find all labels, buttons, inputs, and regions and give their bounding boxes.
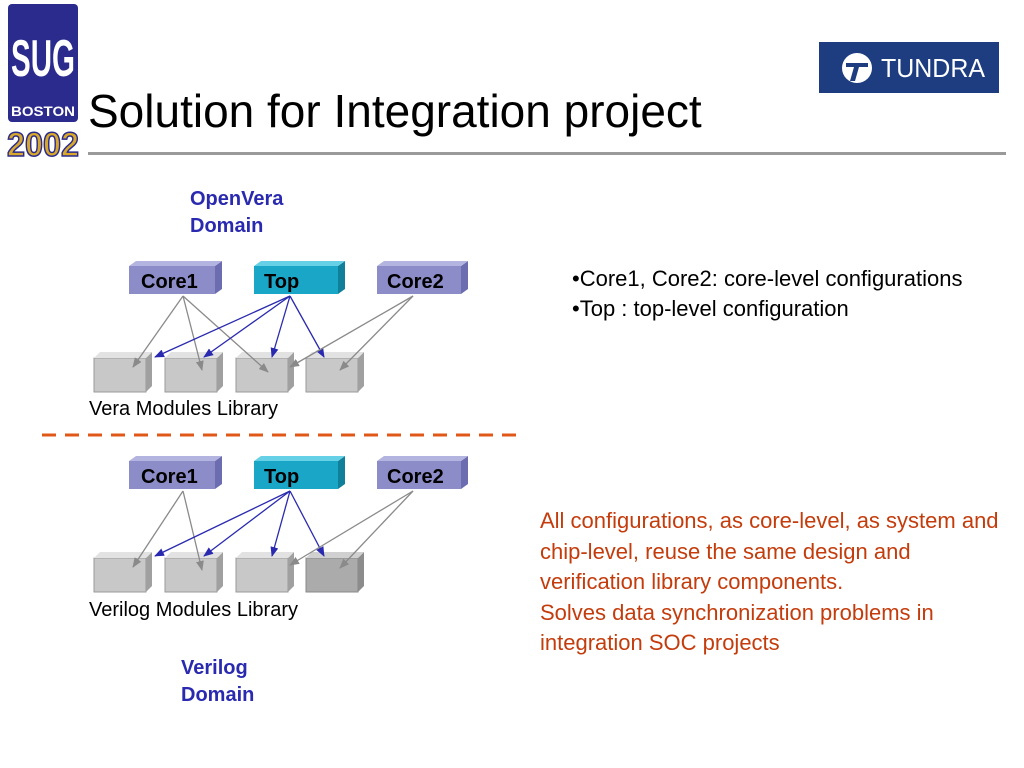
vera-module-2 [164,352,223,393]
summary-text: All configurations, as core-level, as sy… [540,506,1010,659]
logo-city: BOSTON [11,103,75,119]
top-label: Top [264,271,300,293]
openvera-domain-label: OpenVera Domain [190,188,284,237]
lower-arrows [132,490,414,571]
core2-box [377,261,468,294]
top-box-lower [254,456,345,489]
verilog-module-1 [93,552,152,593]
core2-box-lower [377,456,468,489]
verilog-library-label: Verilog Modules Library [89,599,298,621]
logo-year: 2002 [7,126,79,160]
top-box [254,261,345,294]
logo-letters: SUG [11,30,75,88]
vera-module-1 [93,352,152,393]
title-underline [88,152,1006,155]
slide-title: Solution for Integration project [88,85,702,137]
core2-label: Core2 [387,271,444,293]
verilog-module-3 [235,552,294,593]
vera-module-4 [305,352,364,393]
verilog-domain-label: Verilog Domain [181,657,255,706]
core1-box-lower [129,456,222,489]
verilog-module-4 [305,552,364,593]
core1-label-lower: Core1 [141,466,198,488]
note-item: •Core1, Core2: core-level configurations [572,266,963,291]
core2-label-lower: Core2 [387,466,444,488]
summary-paragraph: All configurations, as core-level, as sy… [540,508,999,594]
sug-boston-2002-logo: SUG BOSTON 2002 [6,4,80,160]
top-label-lower: Top [264,466,300,488]
verilog-section [93,456,468,593]
core1-box [129,261,222,294]
core1-label: Core1 [141,271,198,293]
upper-arrows [132,295,414,373]
tundra-mark-icon: TUNDRA [842,53,986,83]
summary-paragraph: Solves data synchronization problems in … [540,599,934,656]
openvera-section [93,261,468,393]
tundra-logo: TUNDRA [819,42,999,93]
note-item: •Top : top-level configuration [572,296,849,321]
vera-library-label: Vera Modules Library [89,398,278,420]
tundra-wordmark: TUNDRA [881,53,986,83]
verilog-module-2 [164,552,223,593]
config-notes: •Core1, Core2: core-level configurations… [572,264,992,324]
vera-module-3 [235,352,294,393]
